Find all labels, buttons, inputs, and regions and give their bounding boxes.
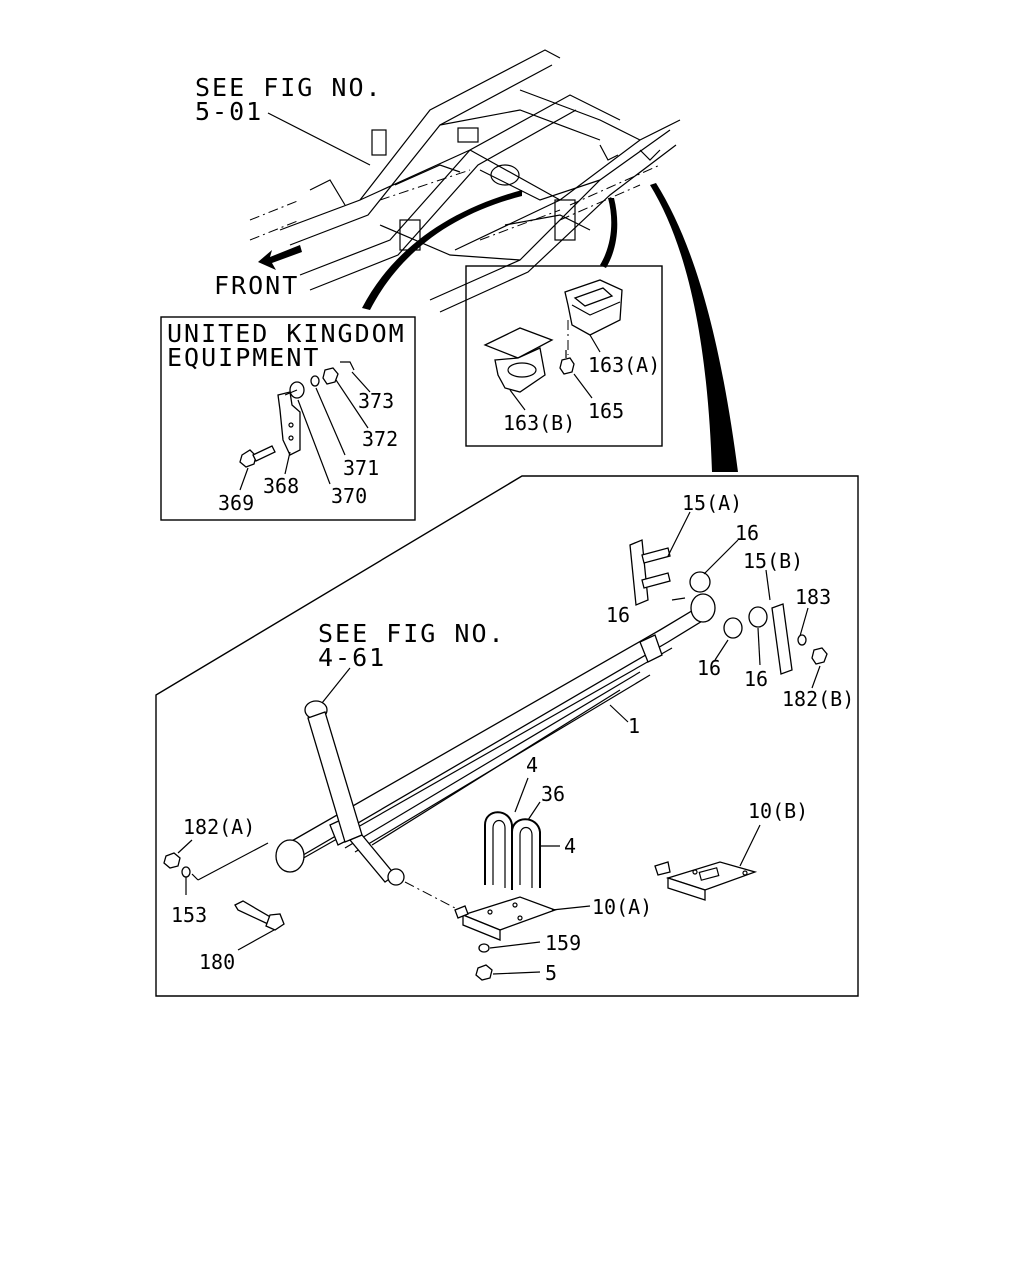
part-4-right: 4 xyxy=(564,834,576,858)
uk-part-368: 368 xyxy=(263,474,299,498)
bumper-part-163a: 163(A) xyxy=(588,353,660,377)
part-1: 1 xyxy=(628,714,640,738)
bumper-box xyxy=(465,265,663,447)
part-36: 36 xyxy=(541,782,565,806)
uk-box-callout-curve xyxy=(364,191,523,309)
uk-part-370: 370 xyxy=(331,484,367,508)
main-box-callout-curve xyxy=(650,183,738,472)
uk-part-373: 373 xyxy=(358,389,394,413)
shock-ref-line2: 4-61 xyxy=(318,643,386,672)
part-16-top: 16 xyxy=(735,521,759,545)
uk-title-line2: EQUIPMENT xyxy=(167,343,320,372)
part-10b: 10(B) xyxy=(748,799,808,823)
frame-ref-line1: SEE FIG NO. xyxy=(195,73,383,102)
part-10a: 10(A) xyxy=(592,895,652,919)
frame-ref-leader xyxy=(267,112,371,166)
uk-bracket-parts xyxy=(239,361,355,468)
uk-title-line1: UNITED KINGDOM xyxy=(167,319,406,348)
direction-label: FRONT xyxy=(214,271,299,300)
part-159: 159 xyxy=(545,931,581,955)
bumper-parts xyxy=(483,279,623,393)
part-153: 153 xyxy=(171,903,207,927)
uk-part-371: 371 xyxy=(343,456,379,480)
bumper-part-165: 165 xyxy=(588,399,624,423)
part-16-left: 16 xyxy=(606,603,630,627)
part-4-top: 4 xyxy=(526,753,538,777)
spring-plate-a xyxy=(404,881,557,981)
main-spring-box xyxy=(155,475,859,997)
bumper-part-163b: 163(B) xyxy=(503,411,575,435)
bumper-box-callout-curve xyxy=(600,198,618,268)
spring-plate-b xyxy=(654,861,758,901)
part-182a: 182(A) xyxy=(183,815,255,839)
part-183: 183 xyxy=(795,585,831,609)
part-16-mid: 16 xyxy=(697,656,721,680)
front-fasteners xyxy=(163,842,285,931)
frame-ref-line2: 5-01 xyxy=(195,97,263,126)
part-15b: 15(B) xyxy=(743,549,803,573)
part-15a: 15(A) xyxy=(682,491,742,515)
chassis-frame-drawing xyxy=(249,49,681,313)
uk-equipment-box xyxy=(160,316,416,521)
u-bolts xyxy=(484,811,541,890)
front-arrow-icon xyxy=(258,245,302,270)
part-16-right: 16 xyxy=(744,667,768,691)
uk-part-372: 372 xyxy=(362,427,398,451)
uk-part-369: 369 xyxy=(218,491,254,515)
shock-ref-line1: SEE FIG NO. xyxy=(318,619,506,648)
part-180: 180 xyxy=(199,950,235,974)
part-182b: 182(B) xyxy=(782,687,854,711)
shock-absorber xyxy=(304,700,405,886)
shackle-assembly xyxy=(629,539,828,675)
part-5: 5 xyxy=(545,961,557,985)
